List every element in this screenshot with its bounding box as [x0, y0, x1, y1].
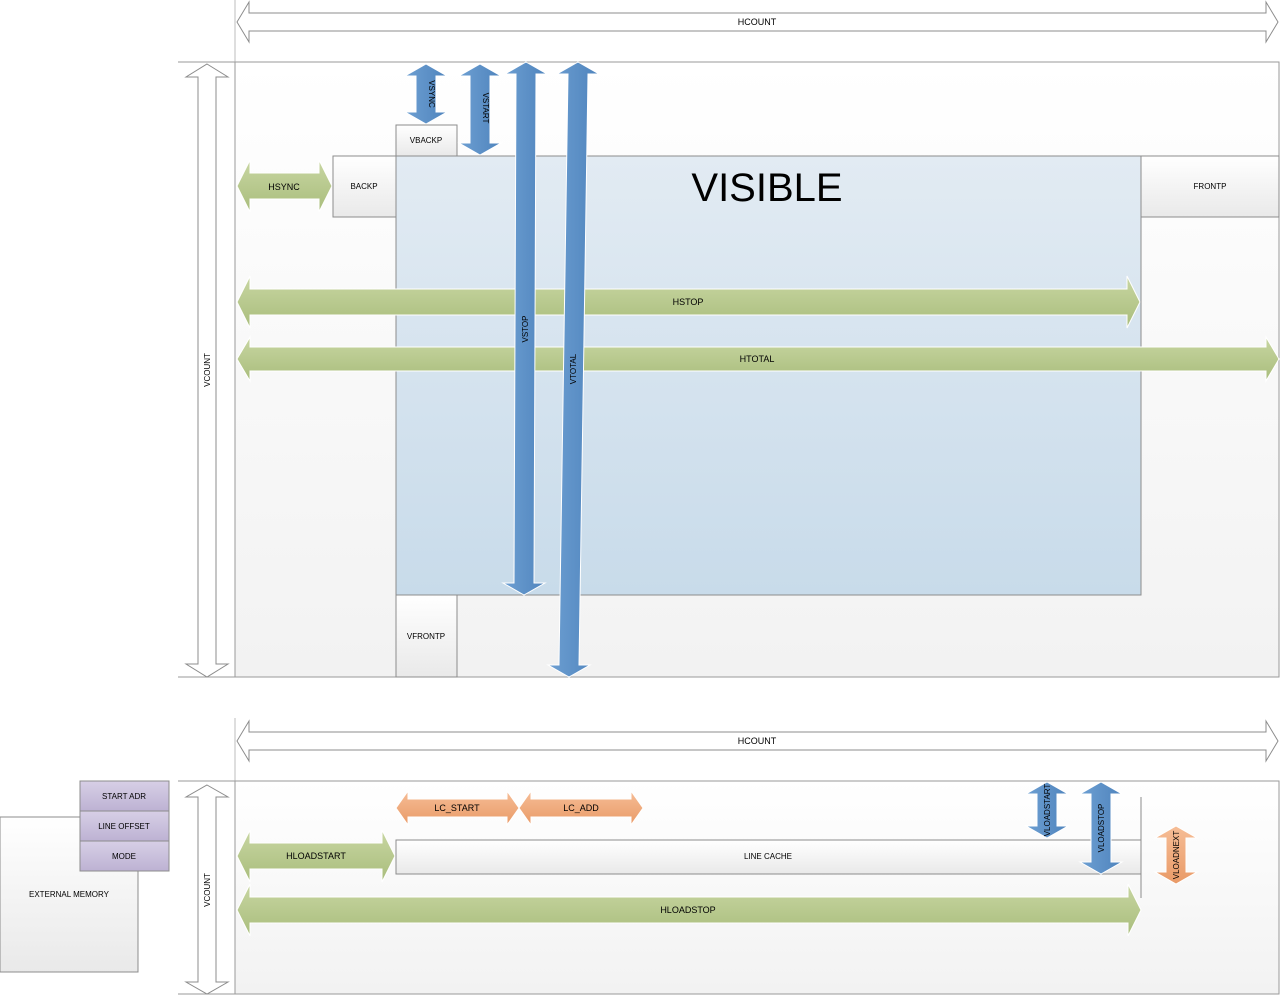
top-hcount-label: HCOUNT [738, 17, 777, 27]
top-hcount-arrow [236, 0, 1279, 44]
vfrontp-box [395, 594, 458, 678]
lc-add-arrow [518, 789, 644, 827]
lc-start-label: LC_START [434, 803, 480, 813]
htotal-arrow [236, 335, 1280, 383]
line-offset-box [79, 810, 170, 842]
vloadstop-label: VLOADSTOP [1097, 804, 1106, 853]
backp-box [332, 155, 397, 218]
vstart-label: VSTART [481, 93, 490, 124]
vbackp-label: VBACKP [410, 136, 442, 145]
vstop-arrow [501, 61, 549, 596]
vfrontp-label: VFRONTP [407, 632, 445, 641]
vloadstop-arrow [1078, 781, 1124, 875]
line-offset-label: LINE OFFSET [98, 822, 150, 831]
bottom-vcount-arrow [184, 784, 230, 995]
bottom-diagram: HCOUNT VCOUNT EXTERNAL MEMORY START ADR … [0, 718, 1280, 995]
vsync-arrow [403, 63, 449, 125]
start-adr-box [79, 780, 170, 812]
backp-label: BACKP [350, 182, 377, 191]
vloadstart-label: VLOADSTART [1043, 784, 1052, 837]
line-cache-label: LINE CACHE [744, 852, 792, 861]
hsync-label: HSYNC [268, 182, 300, 192]
hstop-label: HSTOP [673, 297, 704, 307]
vbackp-box [395, 124, 458, 157]
top-vcount-label: VCOUNT [203, 353, 212, 387]
hsync-arrow [236, 159, 333, 213]
hloadstop-label: HLOADSTOP [660, 905, 715, 915]
frontp-label: FRONTP [1194, 182, 1227, 191]
visible-area [395, 155, 1142, 596]
start-adr-label: START ADR [102, 792, 146, 801]
htotal-label: HTOTAL [740, 354, 775, 364]
line-cache-box [395, 839, 1142, 875]
vstart-arrow [457, 63, 503, 156]
frontp-box [1140, 155, 1280, 218]
vloadstart-arrow [1024, 781, 1070, 839]
hloadstart-arrow [236, 829, 396, 883]
hstop-arrow [236, 275, 1141, 329]
vtotal-arrow [546, 61, 601, 678]
hloadstart-label: HLOADSTART [286, 851, 346, 861]
bottom-main-panel [234, 780, 1280, 995]
vstop-label: VSTOP [521, 316, 530, 343]
bottom-vcount-label: VCOUNT [203, 873, 212, 907]
vtotal-label: VTOTAL [569, 353, 578, 384]
mode-label: MODE [112, 852, 136, 861]
visible-label: VISIBLE [691, 166, 842, 210]
top-vcount-arrow [184, 63, 230, 678]
external-memory-label: EXTERNAL MEMORY [29, 890, 110, 899]
top-diagram: HCOUNT VCOUNT VISIBLE BACKP FRONTP VBACK… [178, 0, 1280, 678]
lc-add-label: LC_ADD [563, 803, 599, 813]
mode-box [79, 840, 170, 872]
vloadnext-arrow [1153, 825, 1199, 885]
bottom-hcount-label: HCOUNT [738, 736, 777, 746]
vloadnext-label: VLOADNEXT [1172, 831, 1181, 880]
hloadstop-arrow [236, 883, 1142, 937]
bottom-hcount-arrow [236, 719, 1279, 763]
vsync-label: VSYNC [427, 80, 436, 108]
